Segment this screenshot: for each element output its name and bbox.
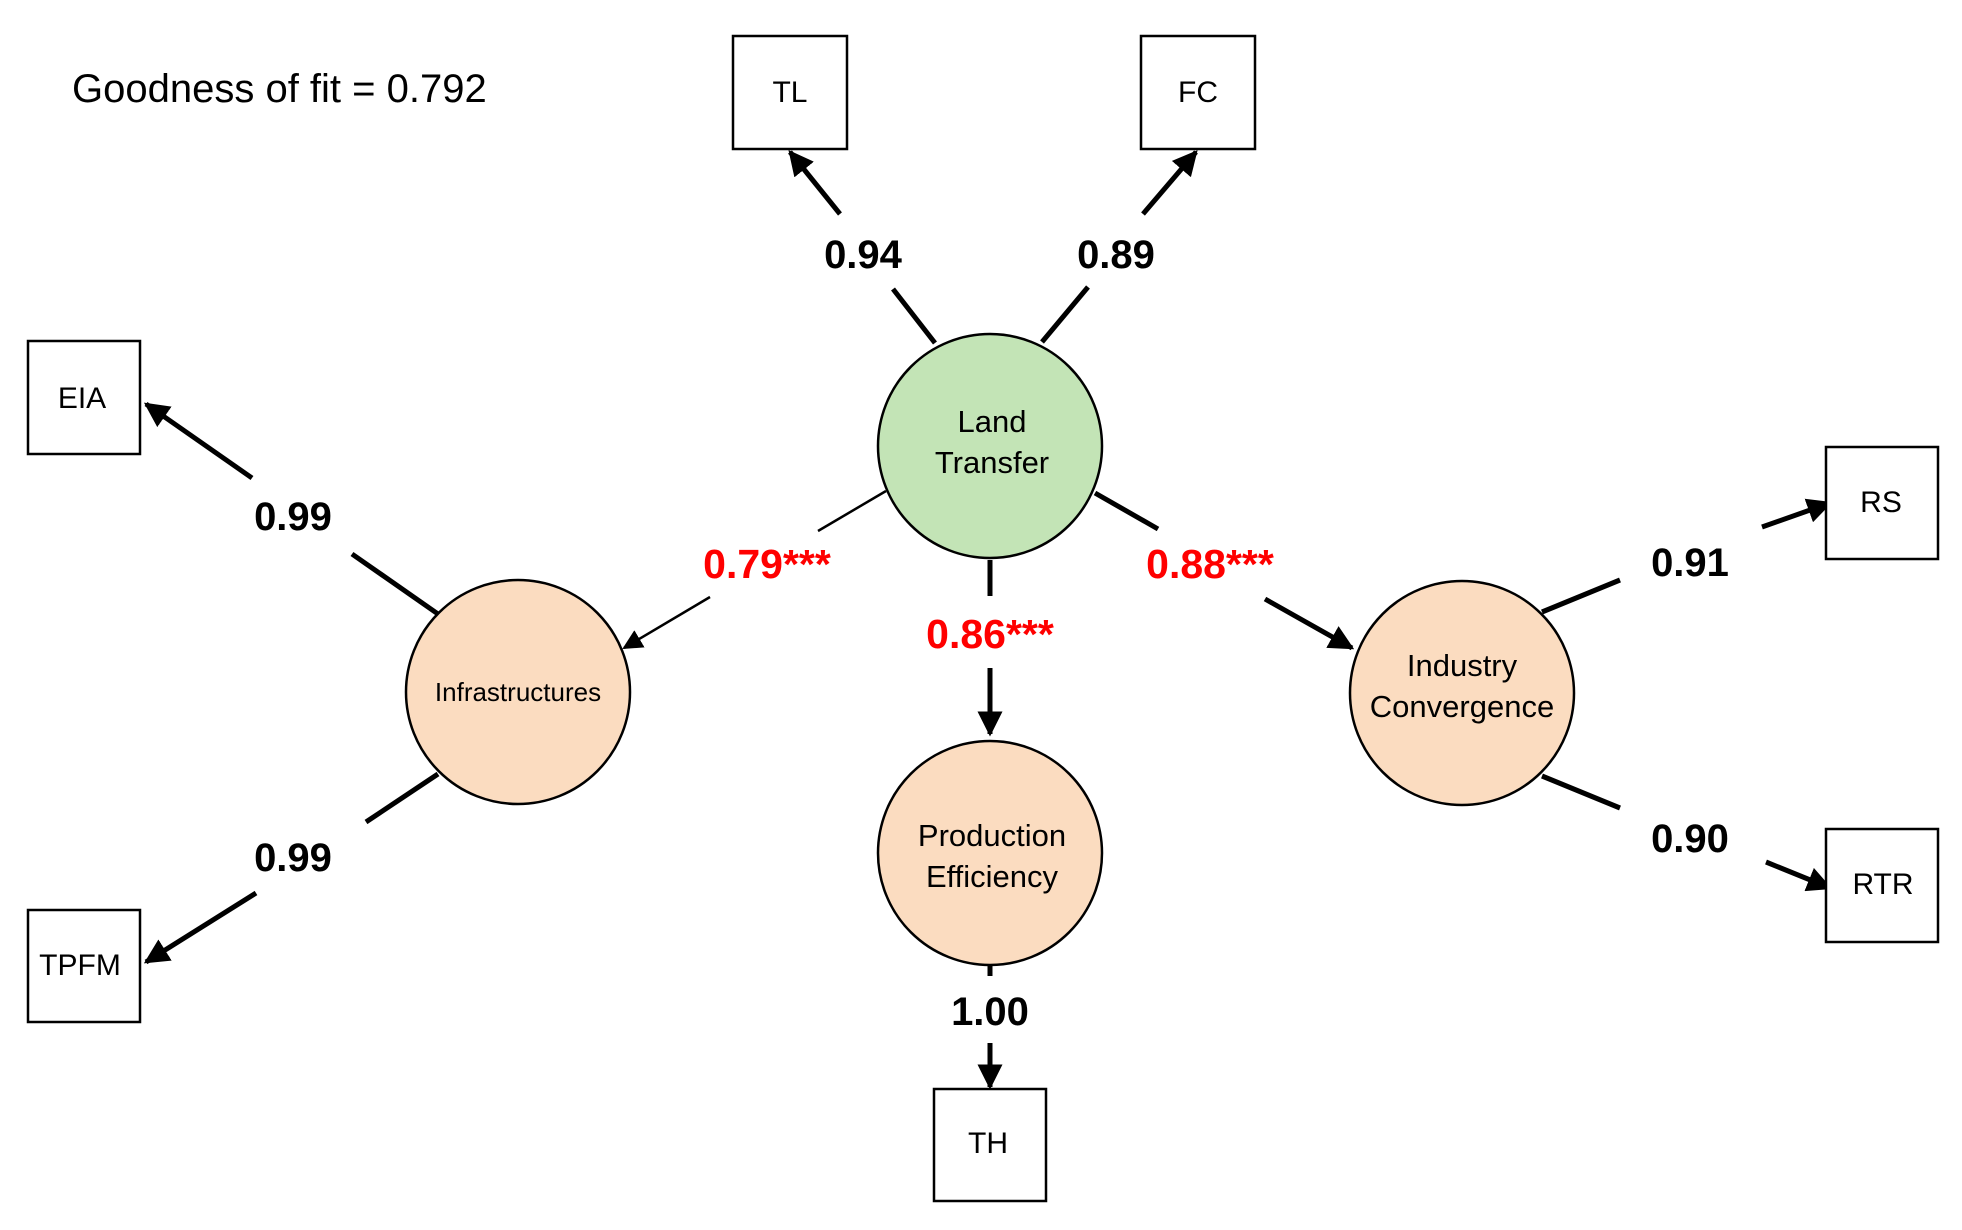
edge-ic-rtr-upper <box>1541 773 1621 811</box>
construct-infrastructures-circle <box>404 578 632 806</box>
indicator-fc: FC <box>1139 34 1257 151</box>
arrow-ic-rs <box>1761 498 1833 530</box>
indicator-th-label: TH <box>968 1127 1008 1160</box>
indicator-rtr-label: RTR <box>1852 868 1913 901</box>
loading-tl: 0.94 <box>824 233 903 277</box>
edge-lt-infra-upper <box>817 489 887 533</box>
indicator-eia: EIA <box>26 339 142 456</box>
arrow-infra-tpfm <box>143 890 258 965</box>
indicator-eia-label: EIA <box>58 382 106 415</box>
indicator-tl: TL <box>731 34 849 151</box>
arrow-infra-eia <box>143 401 254 481</box>
arrow-lt-tl <box>788 150 842 216</box>
edge-lt-fc-lower <box>1040 285 1090 344</box>
construct-production-efficiency-line1: Production <box>918 818 1066 853</box>
edge-lt-tl-lower <box>891 287 937 345</box>
construct-industry-convergence-line2: Convergence <box>1370 689 1554 724</box>
arrow-lt-infrastructures <box>622 595 711 650</box>
construct-production-efficiency-line2: Efficiency <box>926 859 1059 894</box>
loading-eia: 0.99 <box>254 495 332 539</box>
arrow-lt-fc <box>1141 150 1198 216</box>
construct-infrastructures: Infrastructures <box>404 578 632 806</box>
indicator-tpfm-label: TPFM <box>39 949 121 982</box>
construct-land-transfer-line1: Land <box>958 404 1027 439</box>
construct-land-transfer-line2: Transfer <box>935 445 1049 480</box>
loading-rtr: 0.90 <box>1651 817 1729 861</box>
path-coef-infrastructures: 0.79*** <box>703 541 831 587</box>
indicator-tpfm: TPFM <box>26 908 142 1024</box>
construct-production-efficiency: Production Efficiency <box>876 739 1104 967</box>
indicator-rs: RS <box>1824 445 1940 561</box>
indicator-tl-label: TL <box>772 76 807 109</box>
construct-industry-convergence-line1: Industry <box>1407 648 1518 683</box>
indicator-th: TH <box>932 1087 1048 1203</box>
goodness-of-fit-label: Goodness of fit = 0.792 <box>72 67 487 111</box>
arrow-ic-rtr <box>1765 859 1833 892</box>
construct-land-transfer-circle <box>876 332 1104 560</box>
construct-industry-convergence: Industry Convergence <box>1348 579 1576 807</box>
edge-infra-tpfm-upper <box>364 771 440 825</box>
path-coef-industry-convergence: 0.88*** <box>1146 541 1274 587</box>
edge-infra-eia-lower <box>350 551 440 617</box>
loading-tpfm: 0.99 <box>254 836 332 880</box>
loading-fc: 0.89 <box>1077 233 1155 277</box>
indicator-rtr: RTR <box>1824 827 1940 944</box>
path-coef-production-efficiency: 0.86*** <box>926 611 1054 657</box>
loading-rs: 0.91 <box>1651 541 1729 585</box>
construct-production-efficiency-circle <box>876 739 1104 967</box>
construct-industry-convergence-circle <box>1348 579 1576 807</box>
edge-lt-ic-upper <box>1093 490 1160 532</box>
edge-ic-rs-lower <box>1541 577 1621 615</box>
arrow-lt-industry-convergence <box>1263 596 1355 651</box>
indicator-fc-label: FC <box>1178 76 1218 109</box>
construct-infrastructures-label: Infrastructures <box>435 677 601 707</box>
loading-th: 1.00 <box>951 990 1029 1034</box>
indicator-rs-label: RS <box>1860 486 1902 519</box>
construct-land-transfer: Land Transfer <box>876 332 1104 560</box>
